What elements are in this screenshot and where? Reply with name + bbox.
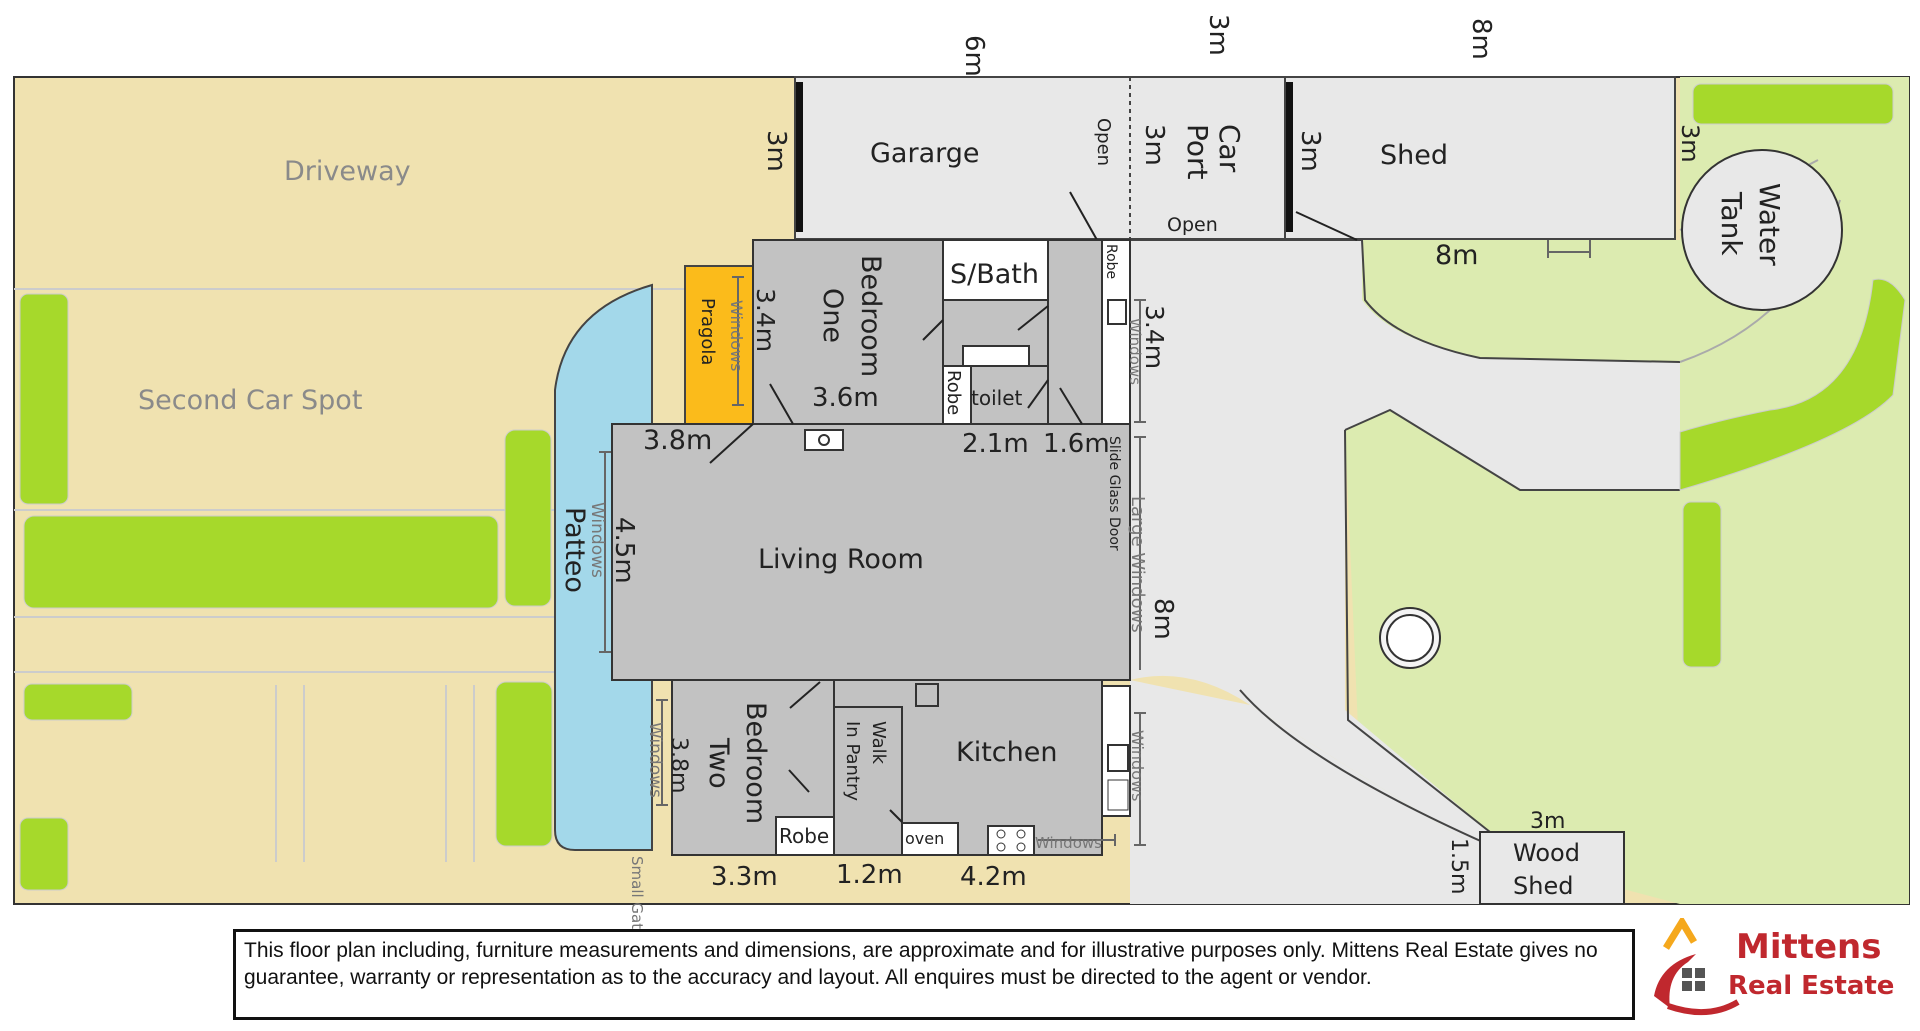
cooktop (987, 825, 1035, 856)
mittens-logo: Mittens Real Estate (1654, 918, 1894, 1016)
slide-glass-door-label: Slide Glass Door (1106, 436, 1122, 551)
pergola-label: Pragola (697, 298, 718, 365)
robe-right-windows: Windows (1126, 318, 1144, 385)
living-dim-2: 2.1m (962, 429, 1029, 459)
bedroom-one-dim-v: 3.4m (751, 288, 780, 352)
water-tank-line1: Water (1753, 183, 1786, 266)
logo-swoosh-icon (1654, 954, 1696, 1008)
carport-open: Open (1167, 214, 1218, 236)
bedroom-one-dim-h: 3.6m (812, 383, 879, 413)
kitchen-label: Kitchen (956, 737, 1057, 768)
robe-two-label: Robe (779, 824, 829, 848)
bedroom-one-line1: Bedroom (855, 255, 886, 377)
patio-label: Patteo (559, 507, 590, 593)
wood-shed-line1: Wood (1513, 839, 1580, 867)
water-tank-dim: 3m (1676, 124, 1704, 163)
sbath-label: S/Bath (950, 259, 1039, 290)
living-dim-left: 3.8m (643, 425, 712, 456)
bottom-dim-3: 4.2m (960, 862, 1027, 892)
hedge (495, 681, 553, 847)
paved-yard (1130, 240, 1680, 850)
dim-carport-width: 3m (1203, 14, 1233, 56)
robe-small (942, 365, 972, 425)
living-dim-right: 8m (1148, 598, 1178, 640)
pantry-line1: Walk (868, 721, 889, 765)
oven (901, 822, 959, 856)
robe-small-label: Robe (943, 370, 964, 415)
bottom-dim-2: 1.2m (836, 860, 903, 890)
large-windows-label: Large Windows (1127, 496, 1148, 633)
disclaimer: This floor plan including, furniture mea… (233, 929, 1635, 1020)
carport-dim: 3m (1139, 124, 1169, 166)
bottom-dim-1: 3.3m (711, 862, 778, 892)
water-tank-line2: Tank (1715, 191, 1748, 256)
wood-shed-height: 1.5m (1446, 838, 1471, 894)
pergola-windows: Windows (727, 300, 746, 371)
garage-depth: 3m (761, 130, 791, 172)
water-tank (1681, 149, 1843, 311)
driveway-label: Driveway (284, 156, 411, 187)
shed-label: Shed (1380, 140, 1448, 171)
hedge (23, 515, 499, 609)
side-path (1130, 240, 1480, 904)
wood-shed-line2: Shed (1513, 872, 1573, 900)
pantry (833, 706, 903, 856)
garage-strip (794, 76, 1676, 240)
bedroom-two-line2: Two (703, 737, 734, 789)
living-room-label: Living Room (758, 544, 924, 575)
garage-label: Gararge (870, 138, 980, 169)
dim-garage-width: 6m (959, 35, 989, 77)
bedroom-two-dim: 3.8m (666, 737, 691, 793)
hedge (19, 817, 69, 891)
logo-line1: Mittens (1736, 927, 1882, 967)
robe-right-dim: 3.4m (1140, 305, 1169, 369)
robe-right-label: Robe (1103, 244, 1119, 279)
hedge (19, 293, 69, 505)
patio-dim: 4.5m (609, 517, 639, 584)
shed-width-bottom: 8m (1435, 240, 1478, 271)
wood-shed (1479, 831, 1625, 905)
garage-open: Open (1093, 118, 1114, 166)
dim-shed-width: 8m (1466, 18, 1496, 60)
bedroom-two-line1: Bedroom (740, 702, 771, 824)
toilet-label: toilet (971, 386, 1022, 410)
hedge (1692, 83, 1894, 125)
pantry-line2: In Pantry (842, 721, 863, 801)
living-dim-3: 1.6m (1043, 429, 1110, 459)
carport-line1: Car (1213, 124, 1246, 173)
oven-label: oven (905, 829, 944, 848)
carport-line2: Port (1181, 124, 1214, 180)
kitchen-windows-right: Windows (1128, 730, 1147, 801)
robe-two (775, 816, 835, 856)
bedroom-one-line2: One (817, 288, 848, 343)
wood-shed-width: 3m (1530, 809, 1565, 834)
shed-depth: 3m (1295, 130, 1325, 172)
hedge (23, 683, 133, 721)
hedge (1682, 501, 1722, 668)
logo-line2: Real Estate (1728, 971, 1894, 1001)
hedge (504, 429, 552, 607)
second-car-spot-label: Second Car Spot (138, 385, 362, 416)
hedge (1679, 278, 1906, 491)
bedroom-two-windows: Windows (645, 722, 665, 798)
sbath (942, 239, 1049, 301)
robe-right (1101, 239, 1131, 425)
patio-windows: Windows (587, 502, 607, 578)
kitchen-windows-bottom: Windows (1035, 834, 1102, 852)
small-gate-label: Small Gate (628, 856, 646, 938)
